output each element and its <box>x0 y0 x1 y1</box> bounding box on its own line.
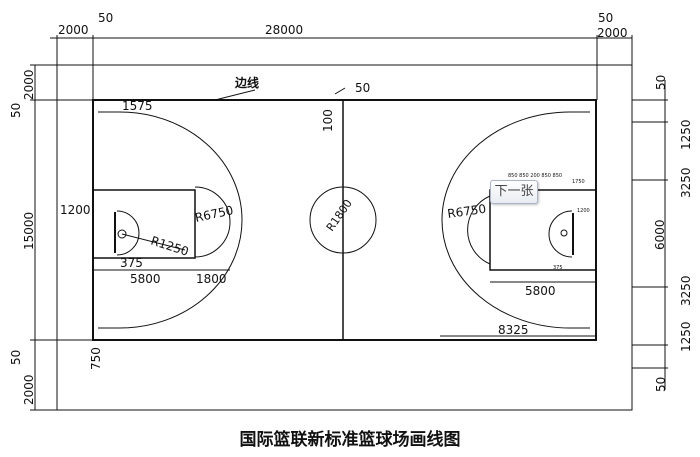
dim-line-left: 50 <box>98 11 113 25</box>
right-ft-circle <box>467 195 491 265</box>
run-off-boundary <box>56 64 633 411</box>
left-three-point-line <box>98 111 243 329</box>
left-restricted-arc <box>116 210 140 256</box>
dim-r1250: R1250 <box>149 234 190 259</box>
dim-5800-left: 5800 <box>130 272 161 286</box>
centre-circle <box>309 186 377 254</box>
dim-100: 100 <box>321 109 335 132</box>
next-image-button[interactable]: 下一张 <box>490 180 538 204</box>
dim-r6750-left: R6750 <box>194 203 235 225</box>
court-boundary <box>92 99 597 341</box>
dim-run-off-left: 2000 <box>58 23 89 37</box>
left-key <box>92 189 196 259</box>
dim-right-1250-top: 1250 <box>679 119 693 150</box>
dim-run-off-top: 2000 <box>22 69 36 100</box>
diagram-title: 国际篮联新标准篮球场画线图 <box>239 430 461 450</box>
radius-leader <box>121 233 186 251</box>
dim-right-1250-bottom: 1250 <box>679 321 693 352</box>
dim-right-6000: 6000 <box>653 219 667 250</box>
right-key <box>489 189 597 271</box>
dim-mid-50: 50 <box>355 81 370 95</box>
dim-right-3250-bottom: 3250 <box>679 275 693 306</box>
key-marks: 850 850 200 850 850 <box>508 173 562 179</box>
dim-1200: 1200 <box>60 203 91 217</box>
dim-right-3250-top: 3250 <box>679 167 693 198</box>
key-mark-1750: 1750 <box>572 179 585 185</box>
dim-r6750-right: R6750 <box>446 202 486 221</box>
key-mark-375: 375 <box>553 265 563 271</box>
dim-line-right: 50 <box>598 11 613 25</box>
dim-centre-radius: R1800 <box>324 197 355 234</box>
dim-1800: 1800 <box>196 272 227 286</box>
dim-right-50-top: 50 <box>654 75 668 90</box>
left-ft-circle <box>194 186 231 258</box>
dim-1575: 1575 <box>122 99 153 113</box>
left-basket <box>117 229 127 239</box>
dim-court-width: 15000 <box>22 212 36 250</box>
dim-court-length: 28000 <box>265 23 303 37</box>
dim-line-bottom: 50 <box>9 350 23 365</box>
dim-right-50-bottom: 50 <box>654 377 668 392</box>
dim-5800-right: 5800 <box>525 284 556 298</box>
sideline-label: 边线 <box>234 75 259 90</box>
dim-run-off-bottom: 2000 <box>22 374 36 405</box>
dim-line-top: 50 <box>9 103 23 118</box>
dim-750: 750 <box>89 347 103 370</box>
key-mark-1200: 1200 <box>577 208 590 214</box>
right-three-point-line <box>441 111 590 329</box>
dim-8325: 8325 <box>498 323 529 337</box>
dim-375: 375 <box>120 256 143 270</box>
right-restricted-arc <box>548 210 573 258</box>
right-basket <box>560 229 568 237</box>
dim-run-off-right: 2000 <box>597 26 628 40</box>
